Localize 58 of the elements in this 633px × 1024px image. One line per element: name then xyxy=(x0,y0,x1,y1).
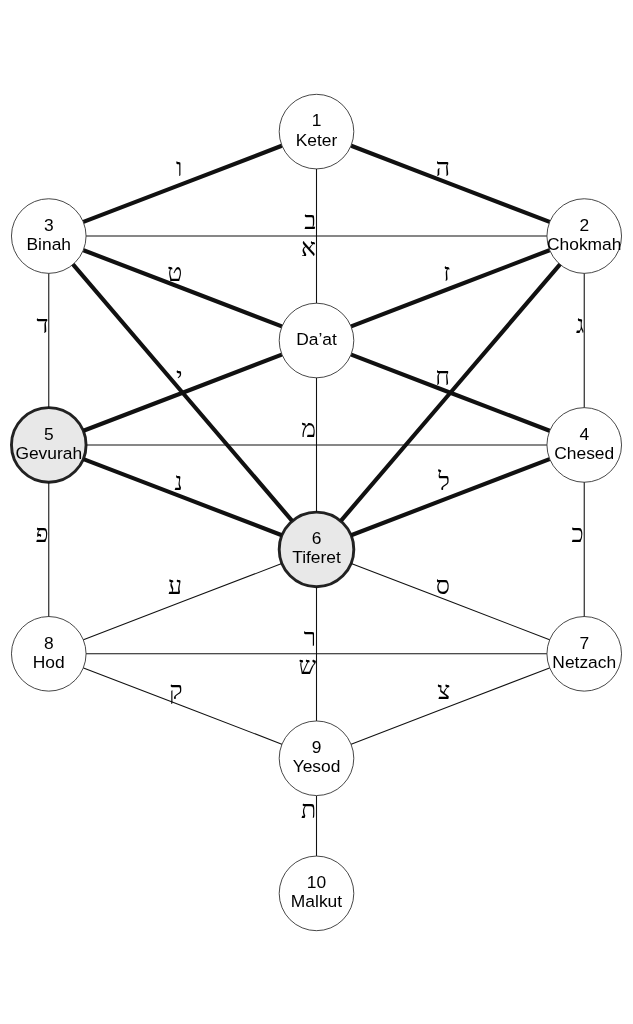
edge-label: ס xyxy=(435,571,451,599)
edge-label: ר xyxy=(303,623,316,651)
connector xyxy=(350,456,551,537)
edge-label: ג xyxy=(575,310,585,338)
connector xyxy=(85,652,548,654)
edge-label: א xyxy=(301,233,317,261)
edge-label: ו xyxy=(176,153,183,181)
edge-label: ע xyxy=(168,571,183,599)
edge-label: י xyxy=(175,362,183,390)
connector xyxy=(48,272,50,408)
connector xyxy=(350,143,551,224)
connector xyxy=(315,376,318,513)
node-circle: 8 Hod xyxy=(11,615,87,692)
connector xyxy=(339,262,562,522)
edge-label: ש xyxy=(298,651,317,679)
node-circle: 3 Binah xyxy=(11,197,87,274)
connector xyxy=(583,481,585,617)
node-circle: 10 Malkut xyxy=(278,855,355,931)
connector xyxy=(350,352,551,433)
edge-label: ב xyxy=(304,206,317,234)
connector xyxy=(85,443,548,445)
edge-label: מ xyxy=(301,414,316,442)
edge-label: ה xyxy=(435,153,451,181)
connector xyxy=(82,666,283,745)
edge-label: ז xyxy=(443,258,451,286)
edge-label: ת xyxy=(301,795,317,823)
connector xyxy=(350,562,551,640)
edge-label: כ xyxy=(571,519,584,547)
connector xyxy=(82,456,283,537)
connector xyxy=(71,262,294,522)
connector xyxy=(85,235,548,237)
connector xyxy=(82,562,283,640)
connector xyxy=(82,143,283,224)
node-circle: 1 Keter xyxy=(278,93,355,169)
edge-label: פ xyxy=(35,519,49,547)
connector xyxy=(48,481,50,617)
node-circle: 4 Chesed xyxy=(546,406,622,483)
node-circle: 6 Tiferet xyxy=(277,510,356,588)
connector xyxy=(315,794,318,856)
connector xyxy=(315,167,318,304)
node-circle: 7 Netzach xyxy=(546,615,622,692)
connector xyxy=(350,247,551,328)
edge-label: ח xyxy=(435,362,450,390)
edge-label: ט xyxy=(167,258,183,286)
node-circle: 9 Yesod xyxy=(278,720,355,796)
connector xyxy=(82,247,283,328)
connector xyxy=(315,585,318,721)
connector xyxy=(82,352,283,433)
edge-label: נ xyxy=(174,467,183,495)
edge-label: ק xyxy=(169,676,183,704)
connector xyxy=(350,666,551,745)
node-circle: 2 Chokmah xyxy=(546,197,622,274)
edge-label: ל xyxy=(438,467,450,495)
node-circle: 5 Gevurah xyxy=(10,405,88,484)
connector xyxy=(583,272,585,408)
edge-label: צ xyxy=(437,676,451,704)
edge-label: ד xyxy=(36,310,49,338)
node-circle: Da’at xyxy=(278,302,355,378)
